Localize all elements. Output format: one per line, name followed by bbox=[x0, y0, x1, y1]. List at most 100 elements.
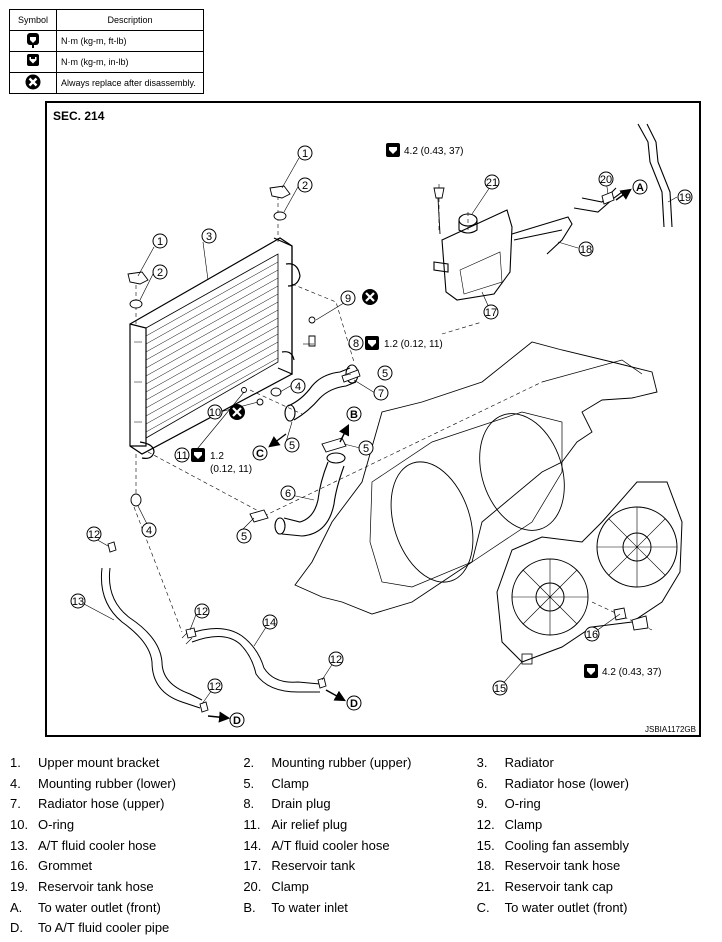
torque-spec-reservoir: 4.2 (0.43, 37) bbox=[404, 146, 463, 157]
callout-19: 19 bbox=[677, 189, 693, 205]
legend-item: 16.Grommet bbox=[10, 858, 243, 873]
torque-spec-air-relief-2: (0.12, 11) bbox=[210, 464, 252, 475]
torque-spec-fan: 4.2 (0.43, 37) bbox=[602, 667, 661, 678]
legend-num: 18. bbox=[476, 858, 495, 874]
legend-item: 9.O-ring bbox=[477, 796, 710, 811]
svg-text:12: 12 bbox=[209, 681, 221, 693]
legend-label: Radiator hose (lower) bbox=[504, 775, 629, 791]
legend-item: B.To water inlet bbox=[243, 900, 476, 915]
svg-text:D: D bbox=[350, 698, 358, 710]
legend-label: Mounting rubber (lower) bbox=[38, 775, 177, 791]
svg-text:20: 20 bbox=[600, 174, 612, 186]
legend-label: Reservoir tank cap bbox=[504, 878, 614, 894]
legend-item: 1.Upper mount bracket bbox=[10, 755, 243, 770]
callout-20: 20 bbox=[598, 171, 614, 187]
reservoir-tank bbox=[433, 209, 513, 301]
svg-text:12: 12 bbox=[196, 606, 208, 618]
figure-code: JSBIA1172GB bbox=[645, 725, 696, 734]
legend-label: Radiator hose (upper) bbox=[38, 796, 165, 812]
svg-text:10: 10 bbox=[209, 407, 221, 419]
svg-text:8: 8 bbox=[353, 338, 359, 350]
svg-text:5: 5 bbox=[382, 368, 388, 380]
legend-row: 4.Mounting rubber (lower) 5.Clamp 6.Radi… bbox=[10, 773, 710, 794]
svg-text:A: A bbox=[636, 182, 644, 194]
exploded-diagram: SEC. 214 bbox=[45, 101, 701, 737]
callout-16: 16 bbox=[584, 626, 600, 642]
legend-label: Cooling fan assembly bbox=[504, 837, 629, 853]
callout-18: 18 bbox=[578, 241, 594, 257]
callout-5-a: 5 bbox=[377, 365, 393, 381]
legend-num: 4. bbox=[10, 775, 21, 791]
parts-legend: 1.Upper mount bracket 2.Mounting rubber … bbox=[10, 752, 710, 938]
legend-num: C. bbox=[476, 899, 490, 915]
svg-text:19: 19 bbox=[679, 192, 691, 204]
svg-text:11: 11 bbox=[176, 450, 187, 462]
radiator bbox=[129, 237, 301, 459]
callout-6: 6 bbox=[280, 485, 296, 501]
svg-text:4: 4 bbox=[295, 381, 301, 393]
svg-text:5: 5 bbox=[289, 440, 295, 452]
legend-item: 21.Reservoir tank cap bbox=[477, 879, 710, 894]
small-parts bbox=[107, 185, 649, 713]
description-header: Description bbox=[56, 9, 204, 31]
callout-8: 8 bbox=[348, 335, 364, 351]
svg-text:5: 5 bbox=[241, 531, 247, 543]
legend-item: D.To A/T fluid cooler pipe bbox=[10, 920, 260, 935]
legend-num: 17. bbox=[243, 858, 262, 874]
legend-label: Clamp bbox=[504, 816, 543, 832]
callout-12-d: 12 bbox=[207, 678, 223, 694]
torque-spec-air-relief-1: 1.2 bbox=[210, 451, 224, 462]
legend-num: A. bbox=[10, 899, 23, 915]
legend-item: 13.A/T fluid cooler hose bbox=[10, 838, 243, 853]
legend-num: D. bbox=[10, 920, 23, 936]
symbol-header: Symbol bbox=[9, 9, 57, 31]
legend-item: 10.O-ring bbox=[10, 817, 243, 832]
legend-label: To water outlet (front) bbox=[504, 899, 628, 915]
legend-label: Drain plug bbox=[271, 796, 331, 812]
legend-num: 8. bbox=[243, 796, 255, 812]
svg-text:5: 5 bbox=[363, 443, 369, 455]
diagram-svg: SEC. 214 bbox=[53, 109, 696, 734]
section-label: SEC. 214 bbox=[53, 109, 105, 123]
legend-label: Air relief plug bbox=[271, 816, 348, 832]
svg-text:17: 17 bbox=[485, 307, 497, 319]
callout-13: 13 bbox=[70, 593, 86, 609]
legend-item: 3.Radiator bbox=[477, 755, 710, 770]
replace-x-icon bbox=[9, 72, 57, 94]
svg-text:D: D bbox=[233, 715, 241, 727]
legend-row: 13.A/T fluid cooler hose 14.A/T fluid co… bbox=[10, 835, 710, 856]
replace-x-icon bbox=[362, 289, 378, 305]
legend-row: 7.Radiator hose (upper) 8.Drain plug 9.O… bbox=[10, 793, 710, 814]
legend-row: 1.Upper mount bracket 2.Mounting rubber … bbox=[10, 752, 710, 773]
symbol-desc-ftlb: N·m (kg-m, ft-lb) bbox=[56, 30, 204, 52]
legend-item: 17.Reservoir tank bbox=[243, 858, 476, 873]
legend-num: 9. bbox=[476, 796, 488, 812]
callout-9: 9 bbox=[340, 290, 356, 306]
svg-text:13: 13 bbox=[72, 596, 84, 608]
callout-4-upper: 4 bbox=[290, 378, 306, 394]
letter-callouts: A B C D D bbox=[229, 179, 648, 728]
callout-letter-a: A bbox=[632, 179, 648, 195]
svg-text:3: 3 bbox=[206, 231, 212, 243]
legend-item: 14.A/T fluid cooler hose bbox=[243, 838, 476, 853]
torque-wrench-inlb-icon bbox=[365, 336, 379, 350]
callout-7: 7 bbox=[373, 385, 389, 401]
symbol-table: Symbol Description N·m (kg-m, ft-lb) N·m… bbox=[9, 9, 204, 94]
svg-text:1: 1 bbox=[157, 236, 163, 248]
svg-text:7: 7 bbox=[378, 388, 384, 400]
legend-item: 12.Clamp bbox=[477, 817, 710, 832]
callout-1-left: 1 bbox=[152, 233, 168, 249]
callout-2-top: 2 bbox=[297, 177, 313, 193]
svg-text:14: 14 bbox=[264, 617, 276, 629]
legend-num: 15. bbox=[476, 837, 495, 853]
torque-spec-drain-plug: 1.2 (0.12, 11) bbox=[384, 339, 443, 350]
legend-num: 13. bbox=[10, 837, 29, 853]
legend-item: 19.Reservoir tank hose bbox=[10, 879, 243, 894]
legend-label: Mounting rubber (upper) bbox=[271, 754, 412, 770]
torque-wrench-icon bbox=[386, 143, 400, 157]
svg-text:4: 4 bbox=[146, 525, 152, 537]
legend-num: 11. bbox=[243, 816, 261, 832]
svg-text:18: 18 bbox=[580, 244, 592, 256]
legend-item: 18.Reservoir tank hose bbox=[477, 858, 710, 873]
legend-item: 6.Radiator hose (lower) bbox=[477, 776, 710, 791]
